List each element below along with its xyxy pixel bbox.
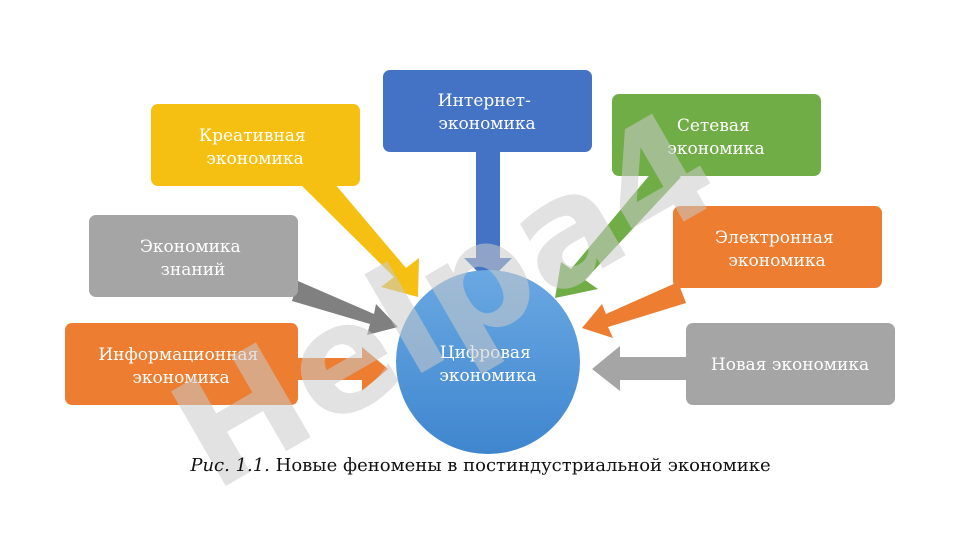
figure-caption: Рис. 1.1. Новые феномены в постиндустриа… <box>0 455 961 476</box>
node-electronic-box <box>673 206 882 288</box>
node-knowledge: Экономика знаний <box>89 215 298 297</box>
node-electronic-label: Электронная экономика <box>715 228 839 271</box>
node-internet-box <box>383 70 592 152</box>
arrows-layer <box>292 152 686 391</box>
arrow-knowledge <box>292 281 398 335</box>
node-internet-line-1: Интернет- <box>438 91 531 111</box>
node-creative: Креативная экономика <box>151 104 360 186</box>
node-new-line-1: Новая экономика <box>711 355 869 375</box>
node-network-box <box>612 94 821 176</box>
arrow-information <box>298 347 388 391</box>
arrow-internet <box>464 152 512 282</box>
node-network-label: Сетевая экономика <box>667 116 764 159</box>
node-creative-label: Креативная экономика <box>199 126 311 169</box>
node-internet: Интернет- экономика <box>383 70 592 152</box>
node-knowledge-box <box>89 215 298 297</box>
node-knowledge-line-1: Экономика <box>140 237 241 257</box>
arrow-network <box>555 165 681 298</box>
node-information: Информационная экономика <box>65 323 298 405</box>
node-creative-line-2: экономика <box>206 149 303 169</box>
arrow-creative <box>295 164 419 297</box>
center-label-line-1: Цифровая <box>440 343 531 363</box>
node-information-label: Информационная экономика <box>98 345 263 388</box>
figure-title: Новые феномены в постиндустриальной экон… <box>275 455 771 476</box>
node-new-label: Новая экономика <box>711 355 869 375</box>
node-internet-line-2: экономика <box>438 114 535 134</box>
figure-number: Рис. 1.1. <box>190 455 270 476</box>
node-information-line-1: Информационная <box>98 345 258 365</box>
arrow-electronic <box>582 282 686 338</box>
node-information-box <box>65 323 298 405</box>
node-knowledge-line-2: знаний <box>161 260 226 280</box>
node-new: Новая экономика <box>686 323 895 405</box>
center-label-line-2: экономика <box>439 366 536 386</box>
node-electronic-line-2: экономика <box>728 251 825 271</box>
node-electronic: Электронная экономика <box>673 206 882 288</box>
node-network: Сетевая экономика <box>612 94 821 176</box>
node-creative-line-1: Креативная <box>199 126 306 146</box>
node-electronic-line-1: Электронная <box>715 228 834 248</box>
node-creative-box <box>151 104 360 186</box>
node-network-line-1: Сетевая <box>677 116 750 136</box>
node-new-box <box>686 323 895 405</box>
arrow-new <box>592 346 686 391</box>
node-information-line-2: экономика <box>132 368 229 388</box>
node-internet-label: Интернет- экономика <box>438 91 536 134</box>
node-knowledge-label: Экономика знаний <box>140 237 246 280</box>
node-network-line-2: экономика <box>667 139 764 159</box>
center-label: Цифровая экономика <box>439 343 536 386</box>
center-circle <box>396 270 580 454</box>
